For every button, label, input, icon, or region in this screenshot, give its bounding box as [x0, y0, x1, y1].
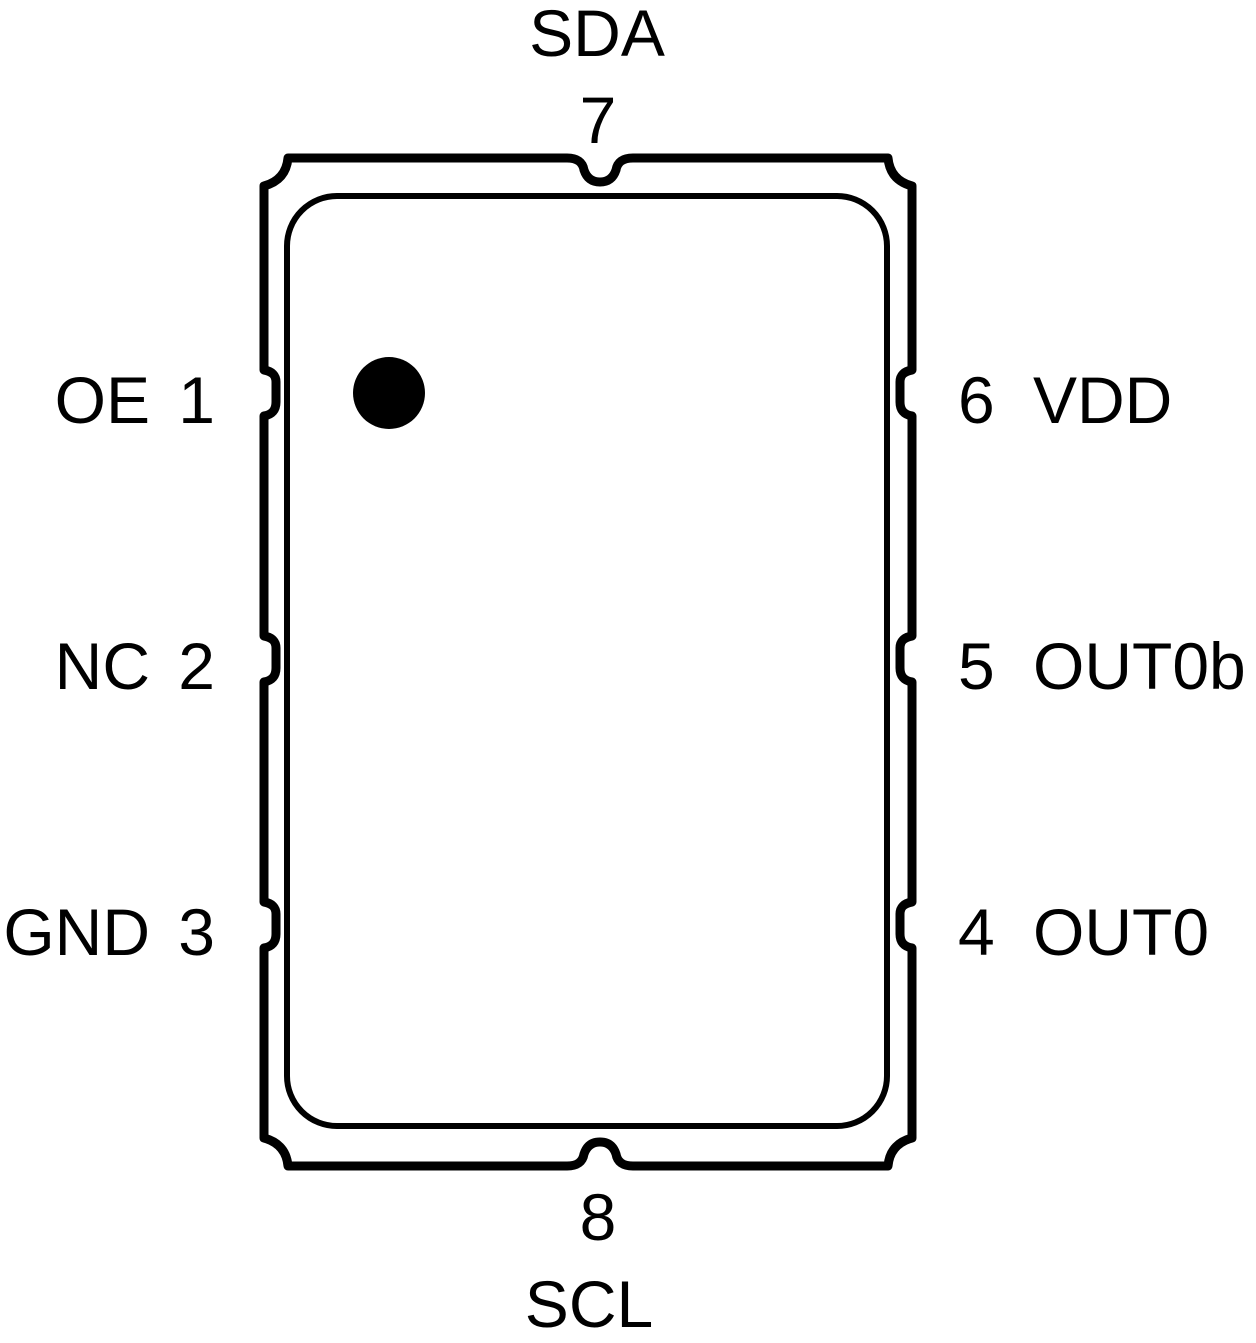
- pin2-name: NC: [55, 629, 150, 703]
- pin7-number: 7: [580, 83, 617, 157]
- pin7-name: SDA: [529, 0, 665, 70]
- pin4-number: 4: [958, 895, 995, 969]
- pin3-name: GND: [3, 895, 150, 969]
- pin1-indicator-dot: [353, 357, 425, 429]
- pin3-number: 3: [178, 895, 215, 969]
- pin6-number: 6: [958, 363, 995, 437]
- pin5-number: 5: [958, 629, 995, 703]
- pin5-name: OUT0b: [1033, 629, 1246, 703]
- pin8-number: 8: [580, 1180, 617, 1254]
- pin6-name: VDD: [1033, 363, 1172, 437]
- package-outline: [259, 153, 917, 1171]
- package-body: [284, 193, 890, 1129]
- pin8-name: SCL: [525, 1267, 653, 1341]
- pin1-name: OE: [55, 363, 150, 437]
- pin2-number: 2: [178, 629, 215, 703]
- pin4-name: OUT0: [1033, 895, 1209, 969]
- pin1-number: 1: [178, 363, 215, 437]
